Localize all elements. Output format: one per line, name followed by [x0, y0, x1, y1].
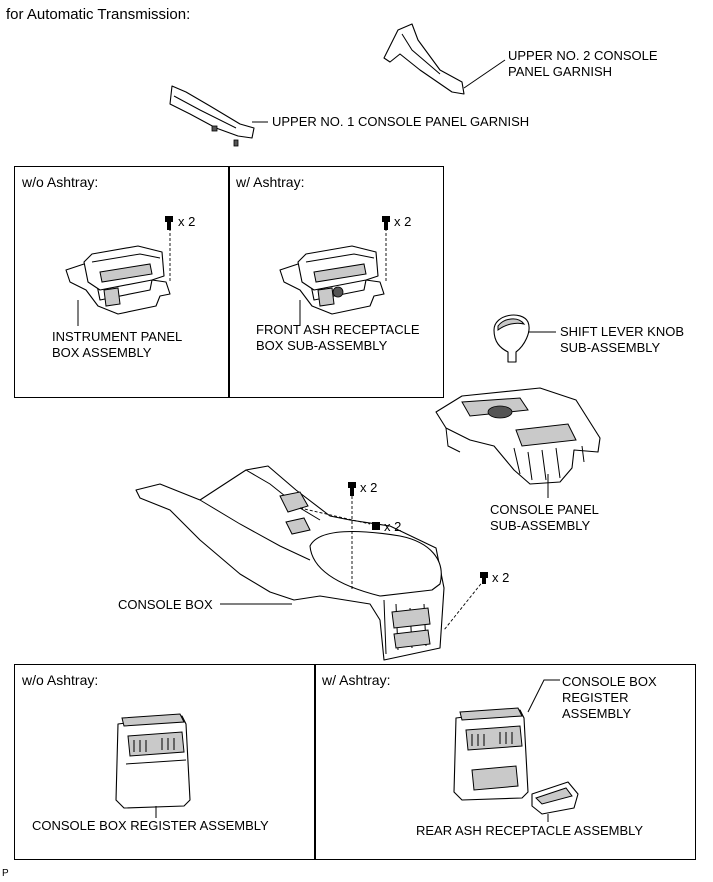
console-box-register-right-part: [453, 679, 560, 801]
upper-no2-garnish-part: [383, 23, 506, 95]
console-panel-label: CONSOLE PANEL SUB-ASSEMBLY: [490, 502, 599, 533]
fab-screw-quantity: x 2: [394, 214, 412, 229]
console-panel-part: [435, 387, 601, 498]
bottom-right-panel-title: w/ Ashtray:: [322, 672, 391, 688]
upper-no1-garnish-part: [169, 85, 268, 147]
console-box-register-left-label: CONSOLE BOX REGISTER ASSEMBLY: [32, 818, 269, 833]
page-heading: for Automatic Transmission:: [6, 6, 191, 23]
front-ash-receptacle-part: [279, 216, 390, 326]
instrument-panel-box-label: INSTRUMENT PANEL BOX ASSEMBLY: [52, 329, 183, 360]
console-box-register-right-label: CONSOLE BOX REGISTER ASSEMBLY: [562, 674, 657, 721]
shift-lever-knob-part: [493, 314, 556, 363]
console-box-label: CONSOLE BOX: [118, 597, 213, 612]
footer-code: P: [2, 868, 9, 879]
cb-right-screw-quantity: x 2: [492, 570, 510, 585]
top-right-panel: [228, 166, 444, 398]
console-box-register-left-part: [115, 713, 191, 818]
bottom-left-panel-title: w/o Ashtray:: [22, 672, 99, 688]
instrument-panel-box-part: [65, 216, 173, 326]
shift-lever-knob-label: SHIFT LEVER KNOB SUB-ASSEMBLY: [560, 324, 685, 355]
top-left-panel-title: w/o Ashtray:: [22, 174, 99, 190]
upper-no2-garnish-label: UPPER NO. 2 CONSOLE PANEL GARNISH: [508, 48, 658, 79]
upper-no1-garnish-label: UPPER NO. 1 CONSOLE PANEL GARNISH: [272, 114, 530, 129]
console-box-part: [135, 465, 488, 661]
top-right-panel-title: w/ Ashtray:: [236, 174, 305, 190]
top-left-panel: [14, 166, 230, 398]
rear-ash-receptacle-label: REAR ASH RECEPTACLE ASSEMBLY: [416, 823, 644, 838]
cb-top-screw-quantity: x 2: [360, 480, 378, 495]
bottom-left-panel: [14, 664, 316, 860]
cb-mid-screw-quantity: x 2: [384, 519, 402, 534]
rear-ash-receptacle-part: [531, 781, 579, 822]
front-ash-receptacle-label: FRONT ASH RECEPTACLE BOX SUB-ASSEMBLY: [256, 322, 420, 353]
bottom-right-panel: [314, 664, 696, 860]
ipb-screw-quantity: x 2: [178, 214, 196, 229]
